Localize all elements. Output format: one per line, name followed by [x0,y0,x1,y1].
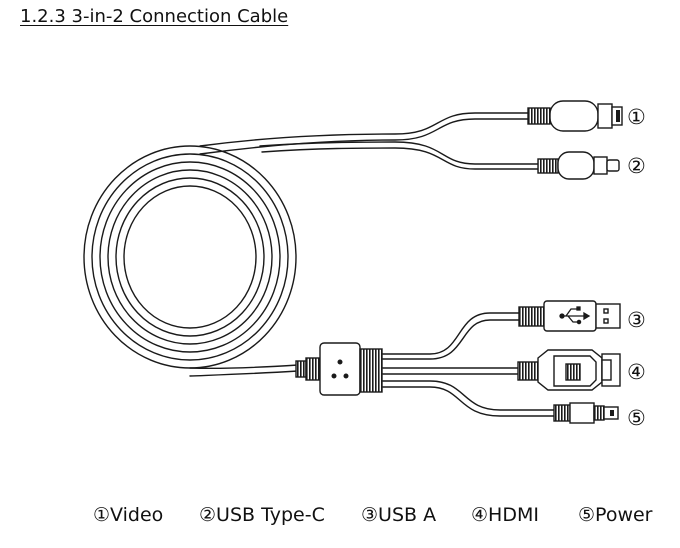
power-connector [553,402,619,424]
marker-power: ⑤ [627,406,646,430]
usb-trident-icon [559,306,591,325]
usb-type-c-connector [537,151,620,180]
legend-usb-type-c: ②USB Type-C [199,504,325,526]
section-title: 1.2.3 3-in-2 Connection Cable [20,6,289,27]
usb-a-connector [518,300,621,332]
cable-coil [83,145,297,369]
marker-usb-type-c: ② [627,154,646,178]
legend-hdmi: ④HDMI [471,504,539,526]
legend-usb-a: ③USB A [361,504,437,526]
video-connector [527,100,623,132]
legend-power: ⑤Power [578,504,653,526]
marker-usb-a: ③ [627,308,646,332]
marker-video: ① [627,105,646,129]
cable-upper-branch [199,112,541,170]
cable-lower-branch [189,312,556,417]
marker-hdmi: ④ [627,360,646,384]
hdmi-connector [517,349,621,391]
legend-video: ①Video [93,504,164,526]
splitter-box [295,342,383,396]
